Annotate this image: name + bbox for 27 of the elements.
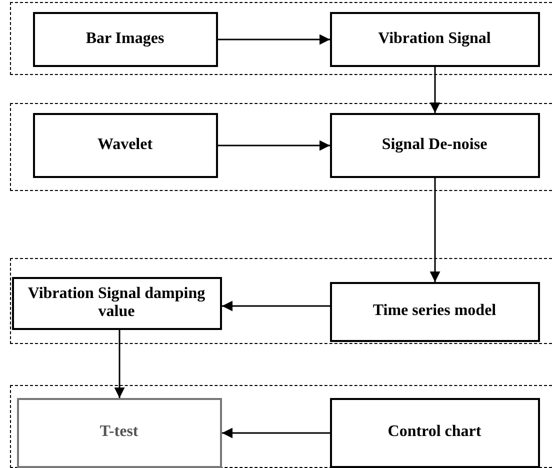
process-box bbox=[330, 398, 540, 468]
arrow bbox=[430, 67, 440, 113]
arrow bbox=[218, 34, 330, 45]
box-label: Time series model bbox=[372, 302, 496, 321]
box-label: Control chart bbox=[388, 423, 482, 442]
process-box bbox=[16, 398, 222, 468]
arrow bbox=[430, 178, 440, 282]
dashed-group-frame bbox=[10, 258, 552, 344]
arrow bbox=[218, 140, 330, 151]
box-label: Vibration Signal bbox=[378, 30, 491, 48]
process-box bbox=[330, 12, 540, 66]
process-box bbox=[12, 276, 222, 330]
process-box bbox=[330, 112, 540, 178]
box-label: Bar Images bbox=[86, 30, 164, 48]
box-label: Wavelet bbox=[97, 136, 153, 154]
arrow bbox=[114, 330, 125, 398]
arrow bbox=[222, 428, 330, 438]
box-label: Signal De-noise bbox=[382, 136, 488, 154]
box-label: Vibration Signal damping value bbox=[26, 284, 206, 322]
arrow bbox=[222, 300, 330, 312]
process-box bbox=[32, 12, 218, 66]
box-label: T-test bbox=[100, 423, 138, 442]
dashed-group-frame bbox=[10, 2, 552, 75]
dashed-group-frame bbox=[10, 103, 552, 191]
process-box bbox=[330, 282, 540, 342]
process-box bbox=[32, 112, 218, 178]
dashed-group-frame bbox=[10, 385, 552, 468]
